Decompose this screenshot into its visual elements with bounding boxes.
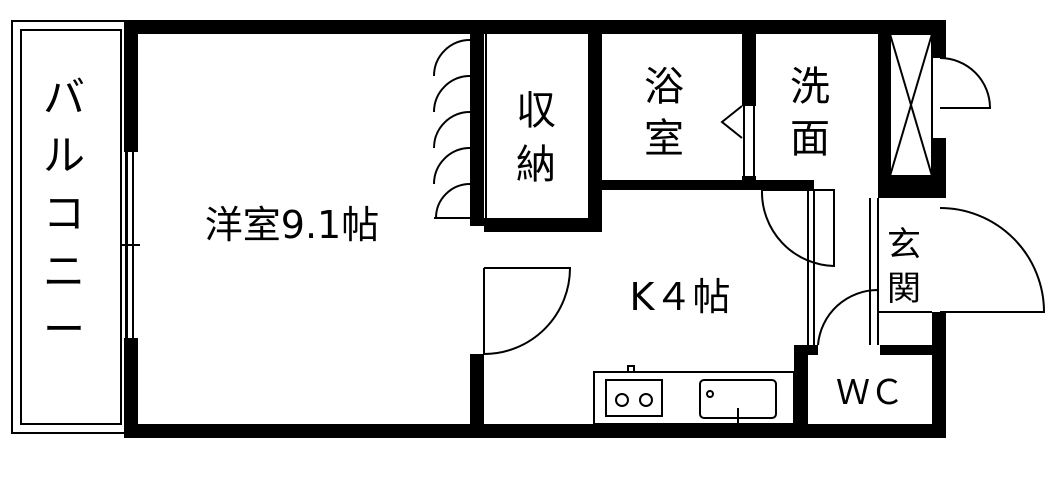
kitchen-counter xyxy=(593,365,795,425)
entrance-label-2: 関 xyxy=(887,269,921,309)
closet-box xyxy=(889,33,933,177)
closet-door xyxy=(939,57,992,109)
entrance-door xyxy=(939,207,1046,313)
storage-door xyxy=(433,39,471,77)
thin-walls xyxy=(485,34,932,345)
wc-door xyxy=(817,288,879,346)
balcony-window xyxy=(120,152,140,338)
interior-walls xyxy=(470,34,946,438)
doors xyxy=(433,39,1046,355)
toilet-label: ＷＣ xyxy=(836,373,904,413)
wash-door xyxy=(760,189,835,268)
bath-label-1: 浴 xyxy=(644,64,684,110)
balcony-label-text: バルコニー xyxy=(43,73,85,354)
western-room-label: 洋室9.1帖 xyxy=(205,203,379,247)
kitchen-label: K４帖 xyxy=(630,275,731,319)
stove xyxy=(605,379,663,417)
entrance-label-1: 玄 xyxy=(887,225,921,265)
balcony-label: バルコニー xyxy=(43,73,85,354)
bath-door xyxy=(720,105,743,139)
bath-label-2: 室 xyxy=(644,116,684,162)
wash-label-1: 洗 xyxy=(790,64,830,110)
kitchen-door xyxy=(483,267,572,355)
wash-label-2: 面 xyxy=(790,116,830,162)
storage-label-2: 納 xyxy=(516,142,556,188)
storage-label-1: 収 xyxy=(516,88,556,134)
